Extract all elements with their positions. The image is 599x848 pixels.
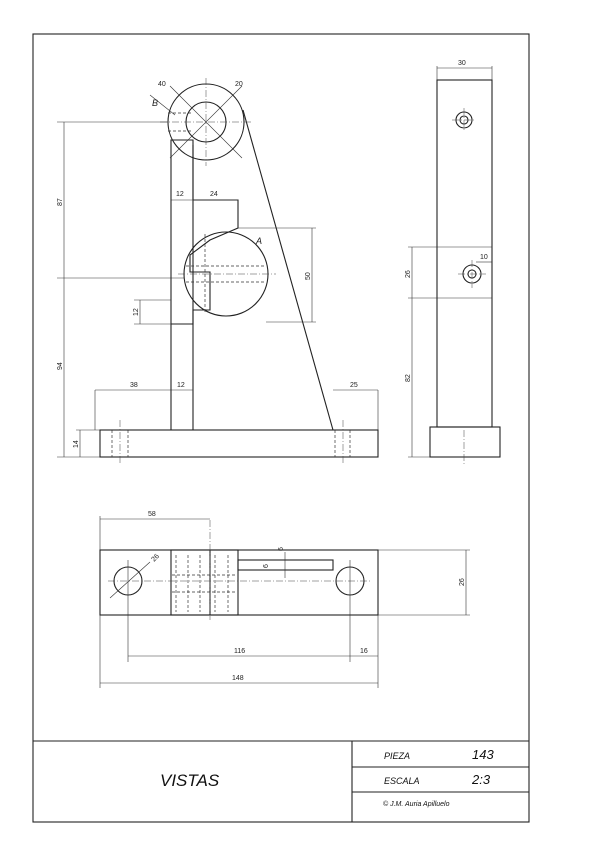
top-base-outline	[99, 549, 379, 616]
sheet-border	[32, 33, 530, 823]
dim-side-30: 30	[458, 60, 466, 67]
copyright-note: © J.M. Auria Apilluelo	[383, 800, 450, 808]
escala-label: ESCALA	[384, 776, 420, 786]
dim-top-116: 116	[234, 648, 245, 655]
dim-side-26: 26	[405, 270, 412, 278]
dim-top-26: 26	[459, 578, 466, 586]
dim-top-d26: 26	[150, 553, 161, 564]
dim-side-10: 10	[480, 254, 488, 261]
dim-top-148: 148	[232, 675, 244, 682]
dim-front-d20: 20	[235, 81, 243, 88]
side-view	[408, 66, 501, 465]
top-view	[99, 516, 470, 688]
dim-front-94: 94	[57, 362, 64, 370]
side-base	[429, 426, 501, 458]
dim-side-82: 82	[405, 374, 412, 382]
label-point-b: B	[152, 98, 158, 108]
front-base-plate	[99, 429, 379, 458]
dim-front-38: 38	[130, 382, 138, 389]
escala-value: 2:3	[471, 772, 491, 787]
dim-front-12c: 12	[177, 382, 185, 389]
dim-front-87: 87	[57, 198, 64, 206]
front-view	[57, 78, 379, 465]
dim-front-50: 50	[305, 272, 312, 280]
dim-front-24: 24	[210, 191, 218, 198]
pieza-value: 143	[472, 747, 494, 762]
label-point-a: A	[255, 236, 262, 246]
pieza-label: PIEZA	[384, 751, 410, 761]
dim-top-6a: 6	[278, 547, 285, 551]
dim-front-d40: 40	[158, 81, 166, 88]
dim-top-58: 58	[148, 511, 156, 518]
dim-front-14: 14	[73, 440, 80, 448]
title-block	[33, 740, 529, 822]
dim-front-25: 25	[350, 382, 358, 389]
dim-top-16: 16	[360, 648, 368, 655]
dim-front-12: 12	[176, 191, 184, 198]
front-rib-edge	[242, 109, 334, 431]
dim-top-6b: 6	[263, 564, 270, 568]
dim-front-12b: 12	[133, 308, 140, 316]
drawing-title: VISTAS	[160, 771, 220, 790]
